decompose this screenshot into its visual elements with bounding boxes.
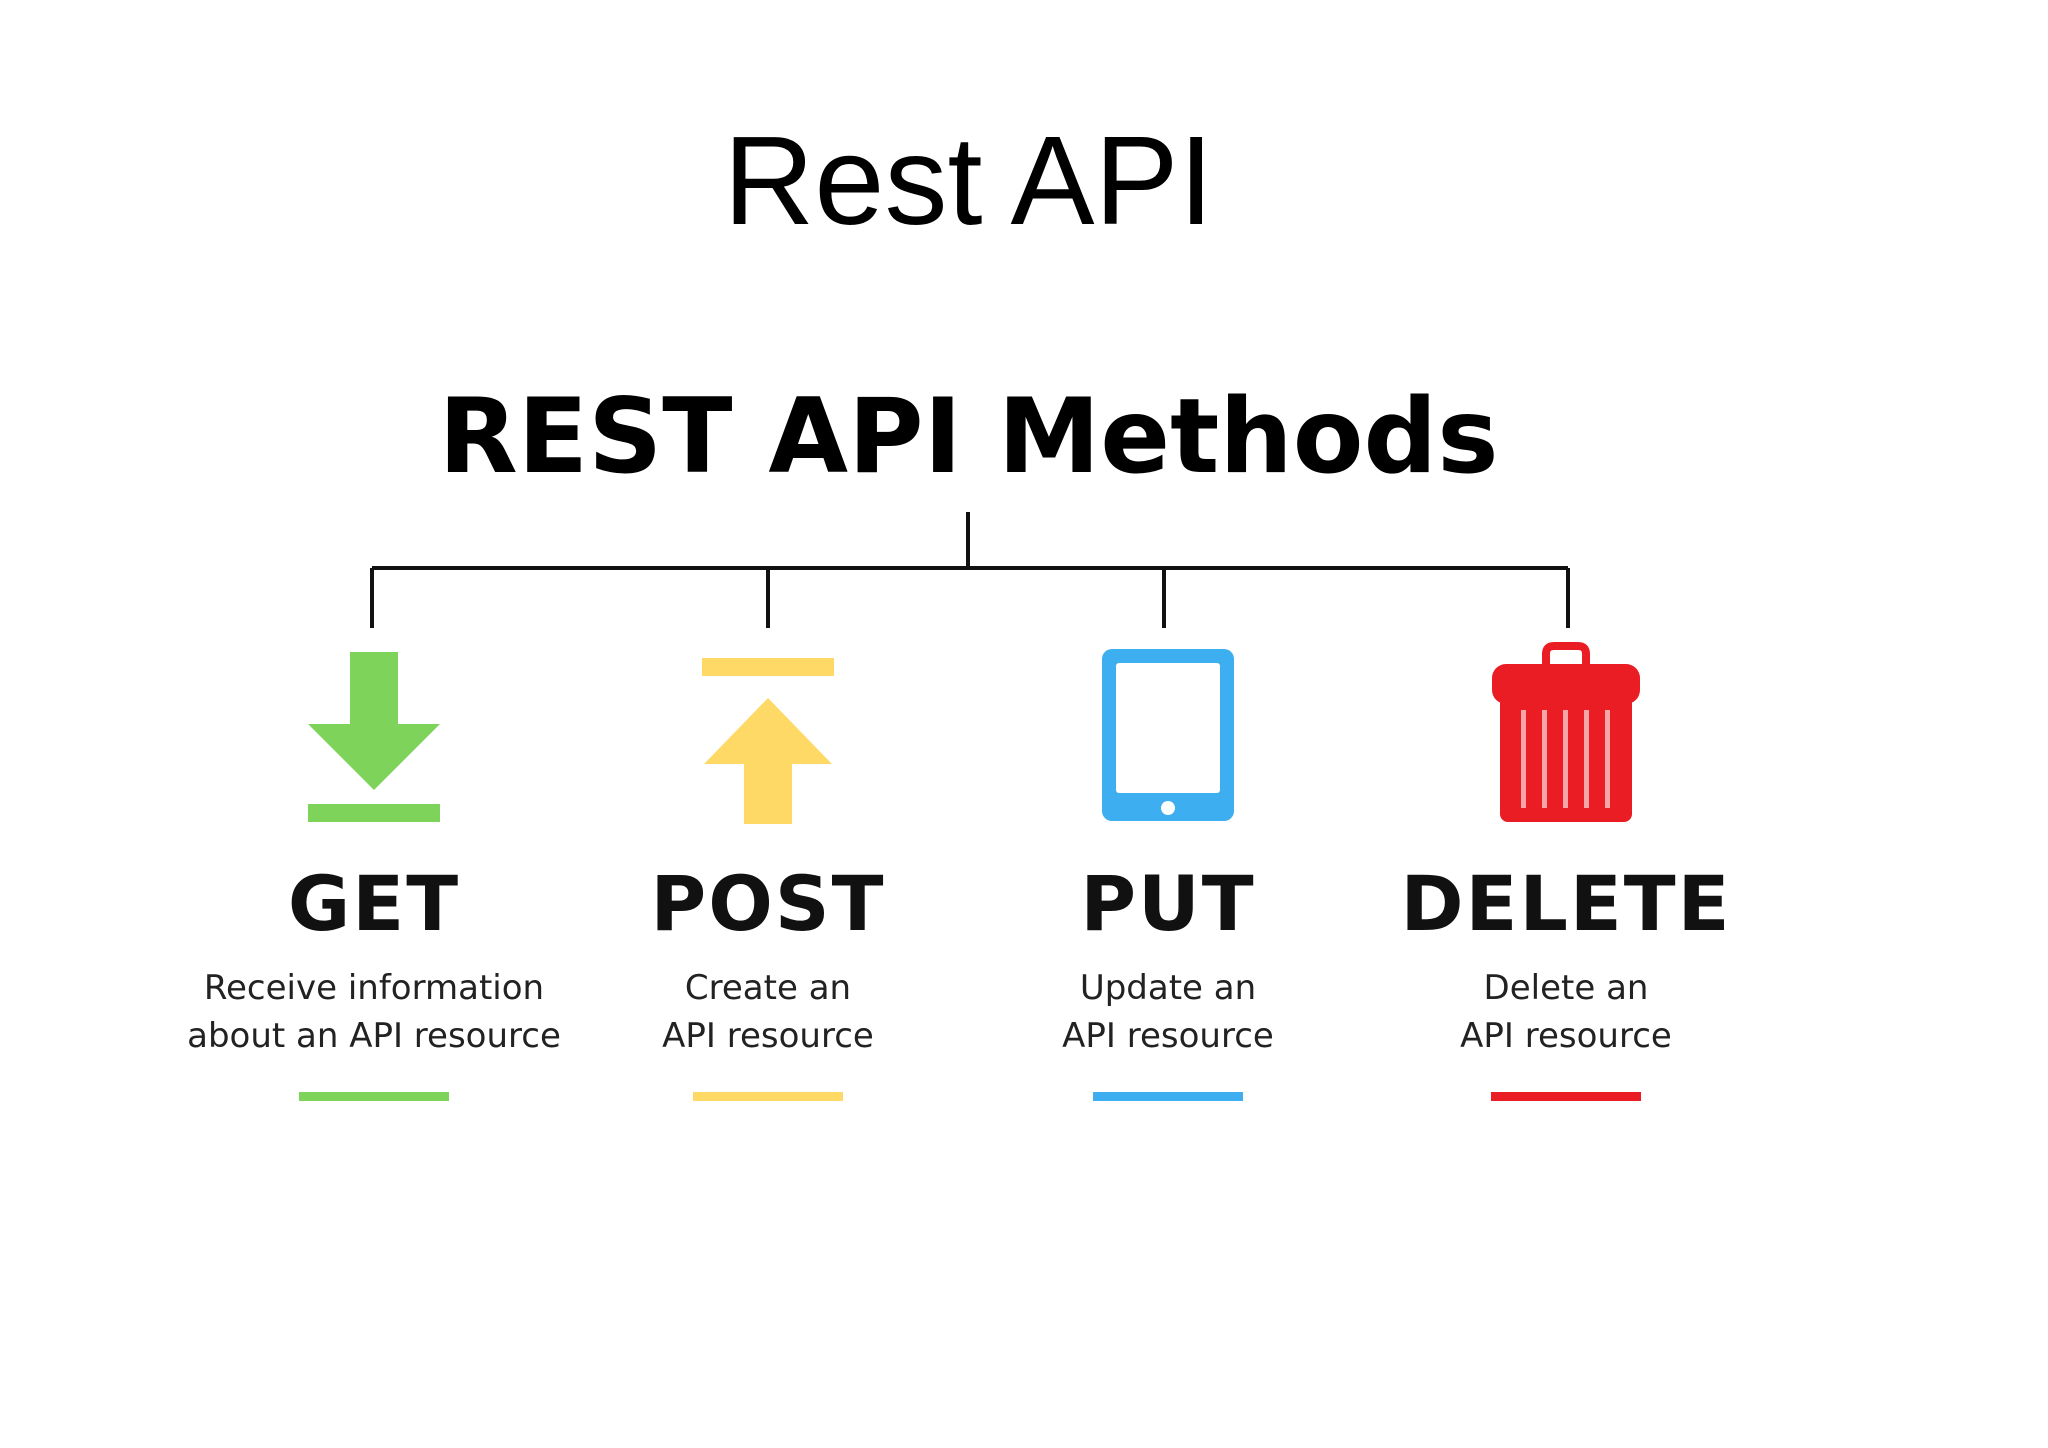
method-description-line: API resource xyxy=(662,1016,874,1056)
method-name-delete: DELETE xyxy=(1400,859,1732,948)
method-underline-put xyxy=(1093,1092,1243,1101)
method-description-line: Update an xyxy=(1079,968,1257,1008)
slide-title: Rest API xyxy=(723,110,1214,251)
tablet-icon xyxy=(1102,649,1234,821)
method-underline-post xyxy=(693,1092,843,1101)
method-post: POST Create an API resource xyxy=(538,640,998,1101)
trash-can-icon xyxy=(1492,642,1640,822)
connector-lines xyxy=(370,512,1570,628)
method-put: PUT Update an API resource xyxy=(938,640,1398,1101)
download-arrow-icon xyxy=(308,652,440,822)
method-description-get: Receive information about an API resourc… xyxy=(144,964,604,1060)
method-delete: DELETE Delete an API resource xyxy=(1336,640,1796,1101)
method-description-put: Update an API resource xyxy=(938,964,1398,1060)
method-underline-get xyxy=(299,1092,449,1101)
method-get: GET Receive information about an API res… xyxy=(144,640,604,1101)
method-description-line: API resource xyxy=(1460,1016,1672,1056)
method-name-get: GET xyxy=(287,859,461,948)
method-description-line: about an API resource xyxy=(187,1016,561,1056)
method-description-delete: Delete an API resource xyxy=(1336,964,1796,1060)
method-description-line: Create an xyxy=(684,968,852,1008)
method-name-put: PUT xyxy=(1080,859,1256,948)
method-underline-delete xyxy=(1491,1092,1641,1101)
upload-arrow-icon xyxy=(702,658,834,824)
method-description-line: Delete an xyxy=(1483,968,1649,1008)
method-description-line: Receive information xyxy=(203,968,545,1008)
diagram-heading: REST API Methods xyxy=(438,377,1499,497)
method-description-post: Create an API resource xyxy=(538,964,998,1060)
method-description-line: API resource xyxy=(1062,1016,1274,1056)
method-name-post: POST xyxy=(650,859,886,948)
